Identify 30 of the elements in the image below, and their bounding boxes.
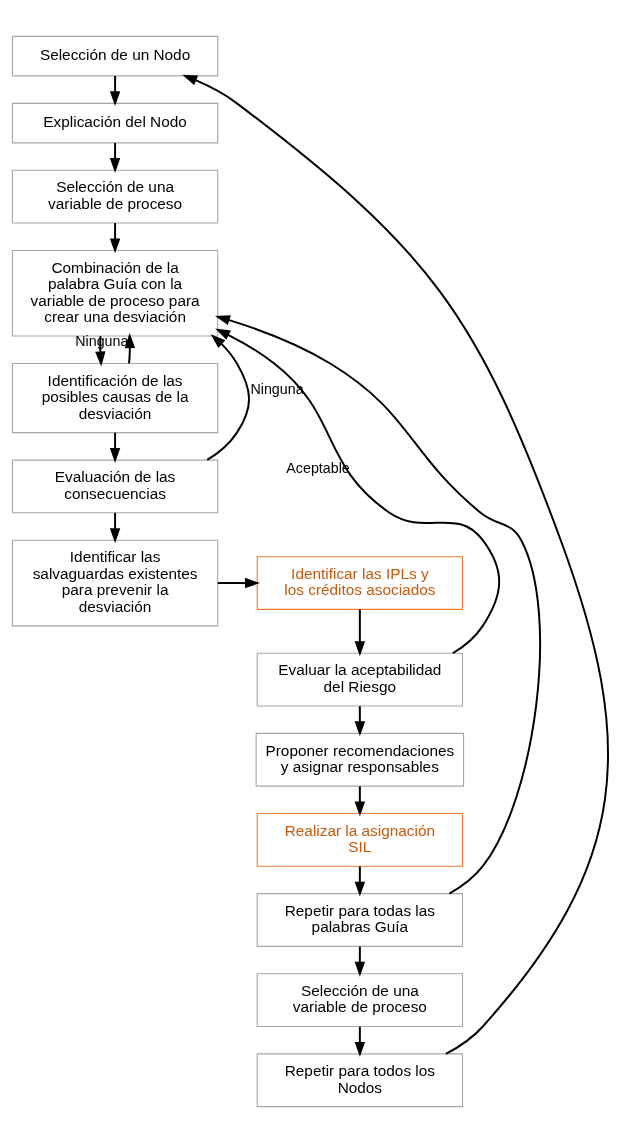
node-box: Realizar la asignación SIL [256,812,464,867]
arrow [109,431,121,463]
arrow [109,74,121,106]
arrow [354,945,366,977]
arrow [124,332,136,364]
node-box: Identificar las salvaguardas existentes para prevenir la desviación [11,539,219,626]
node-box: Explicación del Nodo [11,102,219,143]
arrow [182,74,609,1055]
node-box: Selección de una variable de proceso [11,169,219,224]
arrow [354,784,366,816]
node-box: Evaluar la aceptabilidad del Riesgo [256,652,464,706]
arrow [215,314,542,895]
arrow [206,333,251,461]
arrow [215,328,501,654]
arrow [109,141,121,173]
node-box: Identificación de las posibles causas de la desviación [11,362,219,433]
arrow [109,221,121,253]
node-box: Repetir para todos los Nodos [256,1052,464,1107]
arrow [109,511,121,543]
arrow [354,1025,366,1057]
arrow [354,607,366,656]
arrow [354,704,366,736]
node-box: Proponer recomendaciones y asignar responsables [255,732,465,787]
arrow [354,865,366,897]
node-box: Evaluación de las consecuencias [11,459,219,513]
node-box: Identificar las IPLs y los créditos asociados [256,555,464,610]
node-box: Selección de una variable de proceso [256,972,464,1027]
arrow [216,577,260,588]
node-box: Repetir para todas las palabras Guía [256,892,464,947]
node-box: Selección de un Nodo [11,35,219,76]
